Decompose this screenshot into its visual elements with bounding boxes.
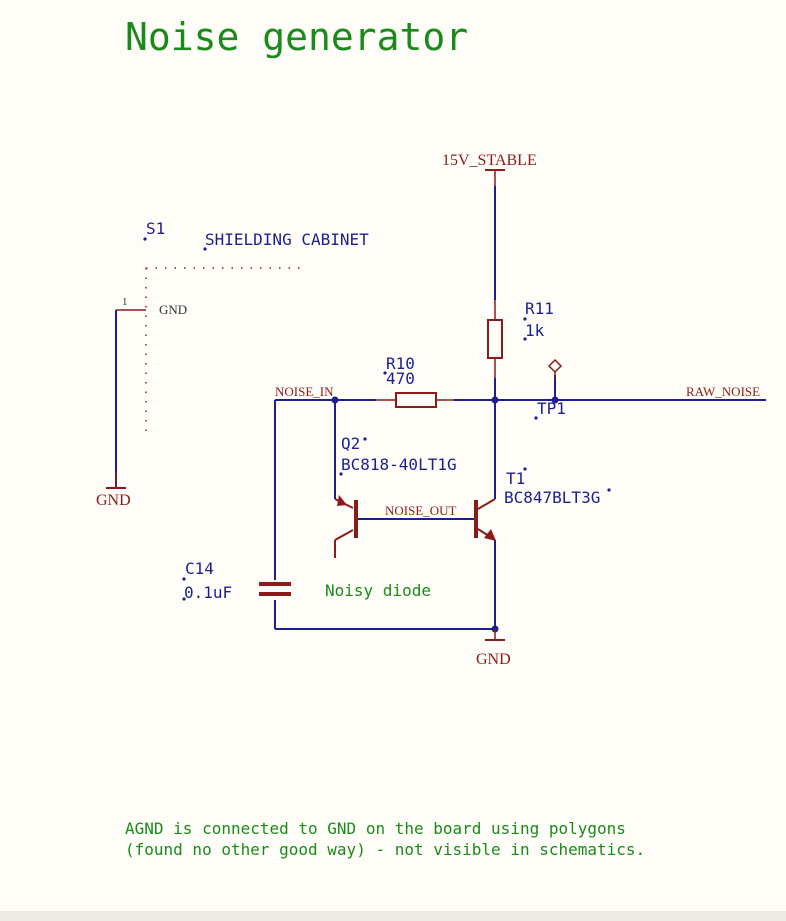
r10-value: 470 [386, 369, 415, 388]
tp1-ref: TP1 [537, 399, 566, 418]
tp1-diamond-icon [547, 358, 563, 374]
r10-ref-anchor [383, 371, 387, 375]
note-line-2: (found no other good way) - not visible … [125, 840, 645, 859]
q2-value-anchor [339, 472, 343, 476]
c14-ref: C14 [185, 559, 214, 578]
q2-emitter-arrow-icon [337, 495, 347, 506]
s1-pin-number: 1 [122, 296, 128, 308]
s1-pin-name: GND [159, 302, 187, 317]
t1-ref: T1 [506, 469, 525, 488]
t1-value: BC847BLT3G [504, 488, 600, 507]
gnd-symbol-left: GND [96, 472, 131, 509]
r11-ref-anchor [523, 317, 527, 321]
q2-transistor[interactable]: Q2 BC818-40LT1G [334, 434, 457, 558]
vcc-power-symbol: 15V_STABLE [442, 152, 537, 186]
q2-value: BC818-40LT1G [341, 455, 457, 474]
r11-value: 1k [525, 321, 545, 340]
r11-value-anchor [523, 337, 527, 341]
r11-resistor[interactable]: R11 1k [487, 299, 554, 378]
s1-value: SHIELDING CABINET [205, 230, 369, 249]
r10-resistor[interactable]: R10 470 [376, 354, 454, 408]
note-line-1: AGND is connected to GND on the board us… [125, 819, 626, 838]
junction-tp1 [551, 396, 559, 404]
t1-emitter-arrow-icon [484, 529, 496, 541]
gnd-bottom-label: GND [476, 651, 511, 668]
s1-ref: S1 [146, 219, 165, 238]
tp1-ref-anchor [534, 416, 538, 420]
gnd-left-label: GND [96, 492, 131, 509]
r10-body [395, 392, 437, 408]
s1-value-anchor [203, 247, 207, 251]
bottom-scroll-strip [0, 911, 786, 921]
tp1-test-point[interactable]: TP1 [534, 358, 566, 420]
c14-value-anchor [182, 597, 186, 601]
net-label-noise-out: NOISE_OUT [385, 503, 457, 518]
q2-ref-anchor [363, 437, 367, 441]
r10-ref: R10 [386, 354, 415, 373]
q2-ref: Q2 [341, 434, 360, 453]
s1-shielding-cabinet[interactable]: S1 SHIELDING CABINET 1 GND [116, 219, 369, 432]
t1-collector [477, 498, 496, 510]
vcc-label: 15V_STABLE [442, 152, 537, 169]
s1-ref-anchor [143, 237, 147, 241]
gnd-symbol-bottom: GND [476, 629, 511, 668]
wires [274, 186, 766, 630]
c14-value: 0.1uF [184, 583, 232, 602]
c14-ref-anchor [182, 577, 186, 581]
q2-lead-lower [334, 529, 354, 541]
net-label-raw-noise: RAW_NOISE [686, 384, 760, 399]
net-label-noise-in: NOISE_IN [275, 384, 334, 399]
t1-transistor[interactable]: T1 BC847BLT3G [474, 467, 611, 541]
page-title: Noise generator [125, 15, 468, 59]
c14-capacitor[interactable]: C14 0.1uF [182, 559, 291, 602]
noisy-diode-note: Noisy diode [325, 581, 431, 600]
r11-ref: R11 [525, 299, 554, 318]
junction-noise-in [331, 396, 339, 404]
t1-value-anchor [607, 488, 611, 492]
junctions [331, 396, 559, 633]
t1-ref-anchor [523, 467, 527, 471]
junction-r11-r10 [491, 396, 499, 404]
r11-body [487, 319, 503, 359]
